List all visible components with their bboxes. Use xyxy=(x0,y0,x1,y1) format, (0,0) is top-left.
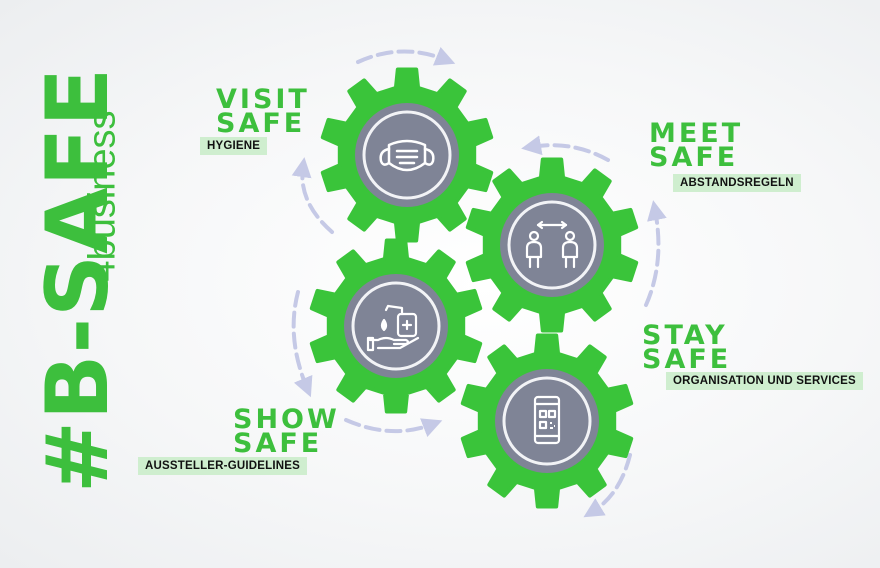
visit-safe-tag: HYGIENE xyxy=(200,137,268,155)
social-distance-icon xyxy=(525,220,579,269)
flow-arrow-left-upper xyxy=(291,157,334,234)
stay-title-line2: SAFE xyxy=(642,344,732,375)
gear-stay-safe xyxy=(460,333,634,509)
gear-show-disc xyxy=(344,274,448,378)
stay-safe-tag: ORGANISATION UND SERVICES xyxy=(666,372,863,390)
smartphone-qr-icon xyxy=(533,395,561,445)
gear-stay-disc xyxy=(495,369,599,473)
flow-arrow-bottom-right xyxy=(583,453,632,518)
flow-arrow-top xyxy=(356,46,456,66)
stay-safe-title: STAY SAFE xyxy=(642,320,732,375)
gear-visit-disc xyxy=(355,103,459,207)
meet-safe-tag: ABSTANDSREGELN xyxy=(673,174,801,192)
flow-arrow-meet-top xyxy=(521,135,610,162)
meet-title-line2: SAFE xyxy=(649,142,739,173)
flow-arrow-left-lower xyxy=(291,290,313,398)
gear-stay-ring xyxy=(502,376,592,466)
visit-safe-title: VISIT SAFE xyxy=(216,84,310,139)
stay-title-line1: STAY xyxy=(642,320,728,351)
gear-visit-safe xyxy=(320,67,494,243)
visit-title-line1: VISIT xyxy=(216,84,310,115)
show-safe-tag: AUSSTELLER-GUIDELINES xyxy=(138,457,307,475)
face-mask-icon xyxy=(379,139,435,172)
gear-meet-ring xyxy=(507,200,597,290)
show-title-line1: SHOW xyxy=(233,404,340,435)
hand-sanitizer-icon xyxy=(366,304,420,352)
gear-meet-disc xyxy=(500,193,604,297)
flow-arrow-bottom-left xyxy=(344,418,443,437)
meet-safe-title: MEET SAFE xyxy=(649,118,744,173)
gear-show-ring xyxy=(351,281,441,371)
gear-meet-safe xyxy=(465,157,639,333)
show-title-line2: SAFE xyxy=(233,428,323,459)
gear-show-safe xyxy=(309,238,483,414)
visit-title-line2: SAFE xyxy=(216,108,306,139)
gear-visit-ring xyxy=(362,110,452,200)
flow-arrow-right xyxy=(644,200,667,307)
meet-title-line1: MEET xyxy=(649,118,744,149)
show-safe-title: SHOW SAFE xyxy=(233,404,340,459)
